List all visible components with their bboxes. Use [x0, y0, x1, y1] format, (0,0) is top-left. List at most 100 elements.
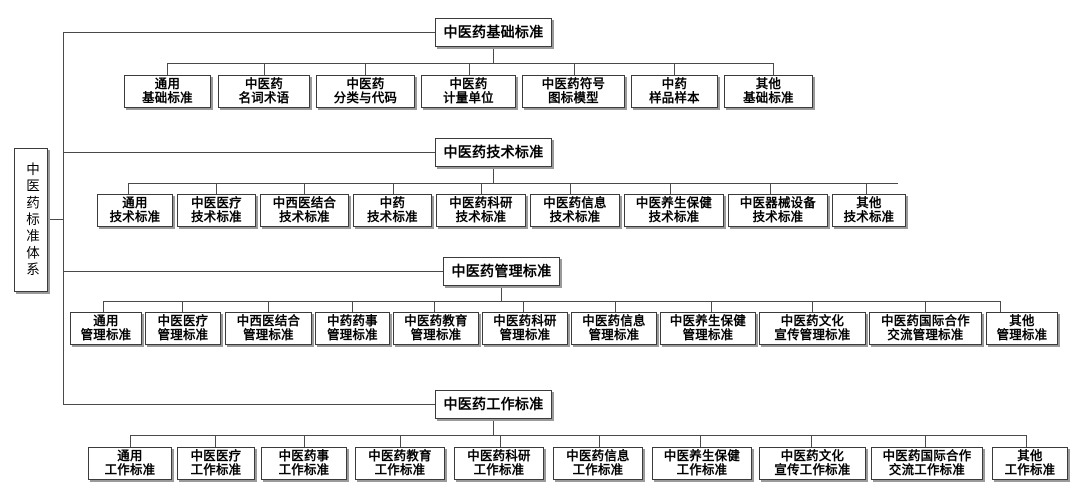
- leaf-line1: 中医医疗: [191, 195, 242, 210]
- leaf-node-work-4[interactable]: 中医药科研 工作标准: [454, 447, 544, 480]
- leaf-node-basic-0[interactable]: 通用 基础标准: [124, 75, 211, 108]
- child-tick-basic-6: [773, 63, 775, 75]
- child-tick-technical-3: [393, 183, 395, 194]
- child-tick-management-1: [182, 301, 184, 312]
- child-tick-work-2: [304, 435, 306, 447]
- leaf-line2: 管理标准: [243, 327, 294, 342]
- leaf-node-management-1[interactable]: 中医医疗 管理标准: [145, 312, 221, 345]
- root-stub-connector: [48, 219, 64, 221]
- leaf-node-management-6[interactable]: 中医药信息 管理标准: [571, 312, 657, 345]
- leaf-line2: 技术标准: [367, 209, 418, 224]
- leaf-node-technical-0[interactable]: 通用 技术标准: [97, 194, 173, 227]
- leaf-node-work-2[interactable]: 中医药事 工作标准: [261, 447, 347, 480]
- leaf-line2: 计量单位: [443, 90, 494, 105]
- leaf-node-technical-3[interactable]: 中药 技术标准: [353, 194, 432, 227]
- leaf-node-work-0[interactable]: 通用 工作标准: [88, 447, 172, 480]
- child-tick-basic-0: [167, 63, 169, 75]
- leaf-line1: 中医养生保健: [669, 313, 747, 328]
- leaf-node-work-6[interactable]: 中医养生保健 工作标准: [652, 447, 752, 480]
- leaf-line1: 中医药科研: [449, 195, 513, 210]
- child-tick-technical-2: [304, 183, 306, 194]
- leaf-node-management-7[interactable]: 中医养生保健 管理标准: [660, 312, 756, 345]
- leaf-line1: 中医药: [244, 76, 284, 91]
- child-tick-management-3: [352, 301, 354, 312]
- leaf-line1: 其他: [1017, 448, 1043, 463]
- leaf-node-management-4[interactable]: 中医药教育 管理标准: [393, 312, 479, 345]
- child-bus-management: [103, 301, 1000, 303]
- leaf-node-basic-3[interactable]: 中医药 计量单位: [421, 75, 516, 108]
- leaf-line2: 分类与代码: [333, 90, 398, 105]
- child-tick-basic-5: [674, 63, 676, 75]
- leaf-line2: 工作标准: [374, 462, 426, 477]
- leaf-node-basic-4[interactable]: 中医药符号 图标模型: [522, 75, 625, 108]
- leaf-node-management-0[interactable]: 通用 管理标准: [70, 312, 142, 345]
- child-tick-technical-8: [866, 183, 868, 194]
- leaf-node-basic-2[interactable]: 中医药 分类与代码: [316, 75, 415, 108]
- leaf-node-management-5[interactable]: 中医药科研 管理标准: [482, 312, 568, 345]
- leaf-line2: 名词术语: [238, 90, 290, 105]
- child-tick-work-4: [500, 435, 502, 447]
- child-tick-basic-1: [264, 63, 266, 75]
- leaf-node-work-1[interactable]: 中医医疗 工作标准: [177, 447, 255, 480]
- child-tick-work-3: [400, 435, 402, 447]
- leaf-node-basic-1[interactable]: 中医药 名词术语: [218, 75, 310, 108]
- child-tick-management-10: [1000, 301, 1002, 312]
- leaf-node-work-5[interactable]: 中医药信息 工作标准: [553, 447, 643, 480]
- leaf-line2: 管理标准: [682, 327, 734, 342]
- leaf-node-work-8[interactable]: 中医药国际合作 交流工作标准: [871, 447, 983, 480]
- leaf-line1: 中医器械设备: [739, 195, 817, 210]
- child-tick-technical-7: [770, 183, 772, 194]
- leaf-node-technical-6[interactable]: 中医养生保健 技术标准: [624, 194, 724, 227]
- category-drop-management: [501, 286, 503, 302]
- branch-connector-technical: [63, 152, 435, 154]
- leaf-node-basic-5[interactable]: 中药 样品样本: [631, 75, 718, 108]
- leaf-line2: 样品样本: [649, 90, 700, 105]
- leaf-line1: 中医医疗: [157, 313, 209, 328]
- leaf-line1: 中医药信息: [543, 195, 607, 210]
- category-node-technical[interactable]: 中医药技术标准: [435, 138, 552, 167]
- child-tick-technical-4: [481, 183, 483, 194]
- leaf-line2: 技术标准: [279, 209, 330, 224]
- child-tick-work-1: [215, 435, 217, 447]
- leaf-line1: 中医药文化: [780, 448, 845, 463]
- leaf-node-technical-5[interactable]: 中医药信息 技术标准: [530, 194, 620, 227]
- leaf-line2: 管理标准: [588, 327, 640, 342]
- leaf-node-work-9[interactable]: 其他 工作标准: [992, 447, 1068, 480]
- leaf-line1: 中医养生保健: [663, 448, 741, 463]
- leaf-line2: 工作标准: [278, 462, 330, 477]
- child-tick-management-9: [925, 301, 927, 312]
- leaf-node-management-10[interactable]: 其他 管理标准: [986, 312, 1058, 345]
- leaf-line2: 工作标准: [676, 462, 728, 477]
- leaf-line2: 管理标准: [996, 327, 1048, 342]
- child-tick-basic-3: [469, 63, 471, 75]
- category-node-basic[interactable]: 中医药基础标准: [435, 18, 552, 47]
- leaf-line1: 中医药教育: [404, 313, 468, 328]
- category-node-management[interactable]: 中医药管理标准: [443, 257, 560, 286]
- category-node-work[interactable]: 中医药工作标准: [435, 390, 552, 419]
- child-tick-technical-1: [216, 183, 218, 194]
- category-label-work: 中医药工作标准: [443, 395, 544, 412]
- leaf-line2: 工作标准: [190, 462, 242, 477]
- leaf-line2: 交流管理标准: [887, 327, 964, 342]
- root-node[interactable]: 中医药标准体系: [14, 148, 48, 292]
- leaf-node-management-3[interactable]: 中药药事 管理标准: [315, 312, 390, 345]
- leaf-node-technical-1[interactable]: 中医医疗 技术标准: [177, 194, 256, 227]
- leaf-line2: 基础标准: [743, 90, 794, 105]
- leaf-node-technical-4[interactable]: 中医药科研 技术标准: [436, 194, 526, 227]
- child-tick-management-4: [434, 301, 436, 312]
- leaf-line2: 技术标准: [648, 209, 700, 224]
- leaf-node-management-2[interactable]: 中西医结合 管理标准: [225, 312, 312, 345]
- leaf-node-technical-8[interactable]: 其他 技术标准: [832, 194, 906, 227]
- leaf-node-management-8[interactable]: 中医药文化 宣传管理标准: [759, 312, 866, 345]
- leaf-line2: 工作标准: [473, 462, 525, 477]
- leaf-node-technical-2[interactable]: 中西医结合 技术标准: [260, 194, 349, 227]
- leaf-node-technical-7[interactable]: 中医器械设备 技术标准: [728, 194, 828, 227]
- leaf-line1: 中医药文化: [780, 313, 845, 328]
- child-tick-management-5: [523, 301, 525, 312]
- category-label-technical: 中医药技术标准: [443, 143, 544, 160]
- leaf-node-management-9[interactable]: 中医药国际合作 交流管理标准: [869, 312, 982, 345]
- leaf-node-work-3[interactable]: 中医药教育 工作标准: [355, 447, 445, 480]
- leaf-node-basic-6[interactable]: 其他 基础标准: [724, 75, 813, 108]
- leaf-node-work-7[interactable]: 中医药文化 宣传工作标准: [759, 447, 866, 480]
